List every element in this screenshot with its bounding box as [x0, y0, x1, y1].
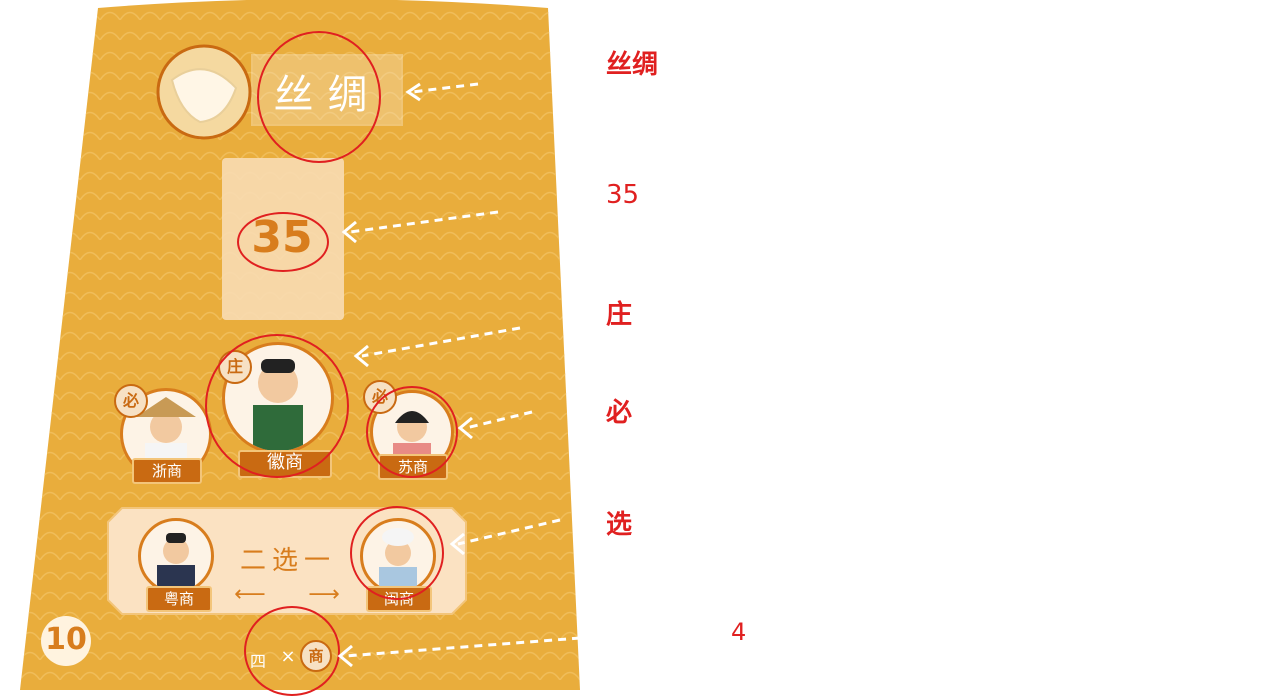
- annotation-key-choose: 选: [606, 510, 633, 540]
- annotation-key-host: 庄: [606, 300, 633, 330]
- annotation-circle-value: [237, 212, 329, 272]
- annotation-key-count: 4: [731, 618, 747, 646]
- tag-left-merchant: 浙商: [132, 458, 202, 484]
- required-badge-left: 必: [114, 384, 148, 418]
- tag-option-a: 粤商: [146, 586, 212, 612]
- annotation-key-title: 丝绸: [606, 50, 659, 80]
- annotation-key-required: 必: [606, 398, 633, 428]
- annotation-key-value: 35: [606, 180, 640, 210]
- card-number: 10: [45, 622, 87, 657]
- annotation-circle-required: [366, 386, 458, 478]
- choose-arrow-left: ⟵: [234, 582, 266, 607]
- annotation-circle-title: [257, 31, 381, 163]
- annotation-circle-choose: [350, 506, 444, 600]
- choose-arrow-right: ⟶: [308, 582, 340, 607]
- annotation-circle-host: [205, 334, 349, 478]
- choose-one-label: 二选一: [239, 546, 336, 576]
